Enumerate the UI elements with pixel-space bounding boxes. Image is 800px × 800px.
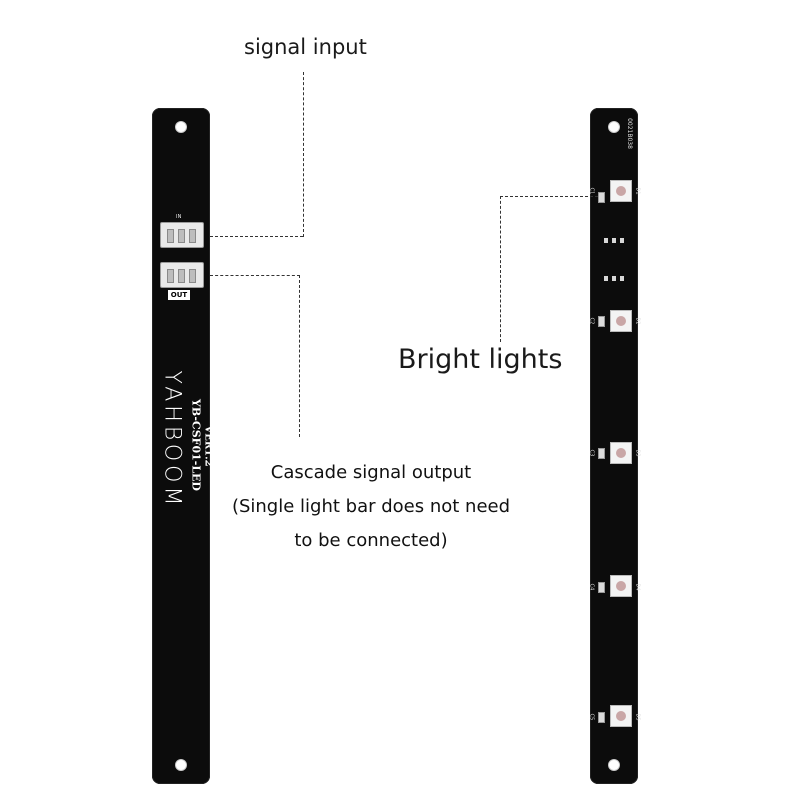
led-label: D2 — [634, 317, 641, 325]
signal-input-callout-horizontal — [210, 236, 303, 237]
cap-label: C2 — [588, 317, 595, 325]
signal-input-connector — [160, 222, 204, 248]
cascade-callout-vertical — [299, 275, 300, 437]
capacitor-c2 — [598, 316, 605, 327]
bright-lights-label: Bright lights — [398, 344, 563, 375]
out-silk-label: OUT — [168, 290, 190, 300]
led-label: D4 — [634, 583, 641, 591]
cascade-signal-output-label: Cascade signal output (Single light bar … — [221, 456, 521, 558]
led-d5 — [610, 705, 632, 727]
brand-logo-text: YAHBOOM — [159, 370, 185, 510]
led-d2 — [610, 310, 632, 332]
led-label: D5 — [634, 713, 641, 721]
version-text: VER1.2 — [202, 425, 214, 467]
solder-pads — [604, 238, 624, 243]
mounting-hole-bottom — [609, 760, 619, 770]
cascade-line-3: to be connected) — [294, 530, 448, 551]
capacitor-c1 — [598, 192, 605, 203]
light-bar-connector-board — [152, 108, 210, 784]
bright-lights-callout-horizontal — [500, 196, 598, 197]
cascade-line-2: (Single light bar does not need — [231, 496, 511, 517]
cascade-line-1: Cascade signal output — [270, 462, 472, 483]
led-d1 — [610, 180, 632, 202]
cascade-callout-horizontal — [210, 275, 300, 276]
led-label: D3 — [634, 449, 641, 457]
led-label: D1 — [634, 187, 641, 195]
in-silk-label: IN — [176, 214, 182, 220]
mounting-hole-top — [176, 122, 186, 132]
signal-output-connector — [160, 262, 204, 288]
signal-input-label: signal input — [244, 35, 367, 59]
signal-input-callout-vertical — [303, 72, 304, 237]
led-d4 — [610, 575, 632, 597]
capacitor-c4 — [598, 582, 605, 593]
model-text: YB-CSF01-LED — [189, 399, 203, 491]
capacitor-c5 — [598, 712, 605, 723]
cap-label: C4 — [588, 583, 595, 591]
solder-pads — [604, 276, 624, 281]
board-code-text: 0021B038 — [625, 118, 633, 149]
cap-label: C1 — [588, 187, 595, 195]
cap-label: C5 — [588, 713, 595, 721]
led-d3 — [610, 442, 632, 464]
capacitor-c3 — [598, 448, 605, 459]
mounting-hole-bottom — [176, 760, 186, 770]
cap-label: C3 — [588, 449, 595, 457]
bright-lights-callout-vertical — [500, 196, 501, 342]
mounting-hole-top — [609, 122, 619, 132]
